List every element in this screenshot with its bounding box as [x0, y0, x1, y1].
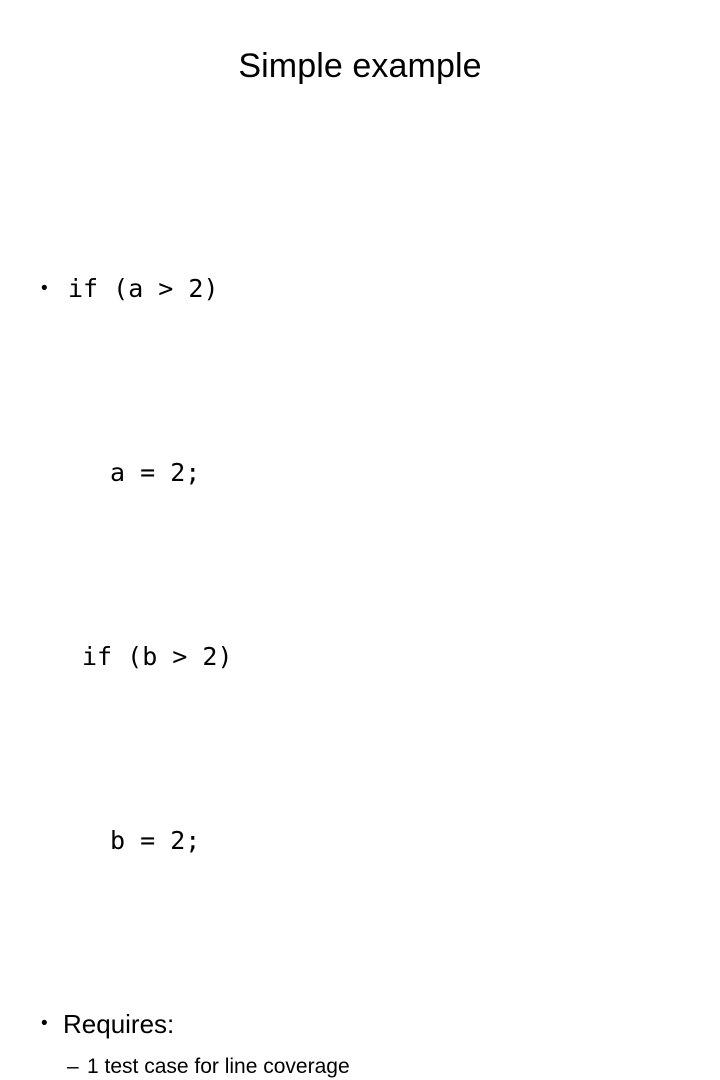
slide-body: • if (a > 2) a = 2; if (b > 2) b = 2; • …: [0, 128, 720, 1080]
code-block: • if (a > 2) a = 2; if (b > 2) b = 2;: [0, 128, 720, 1002]
code-line-text: a = 2;: [110, 458, 201, 487]
requires-sub-list: – 1 test case for line coverage – 2 test…: [0, 1048, 720, 1080]
code-line: if (b > 2): [0, 634, 720, 680]
code-line: • if (a > 2): [0, 266, 720, 312]
list-item: – 1 test case for line coverage: [0, 1048, 720, 1080]
code-line-text: if (b > 2): [82, 642, 233, 671]
slide-title: Simple example: [238, 47, 482, 85]
code-line: a = 2;: [0, 450, 720, 496]
requires-label: Requires:: [63, 1009, 175, 1039]
dash-icon: –: [67, 1055, 79, 1078]
slide-canvas: Simple example • if (a > 2) a = 2; if (b…: [41, 47, 482, 1078]
bullet-icon: •: [41, 1013, 48, 1034]
bullet-icon: •: [41, 278, 48, 299]
code-line: b = 2;: [0, 818, 720, 864]
list-item-label: 1 test case for line coverage: [87, 1055, 350, 1078]
requires-bullet-item: • Requires:: [0, 1002, 720, 1046]
code-line-text: if (a > 2): [68, 274, 219, 303]
code-line-text: b = 2;: [110, 826, 201, 855]
